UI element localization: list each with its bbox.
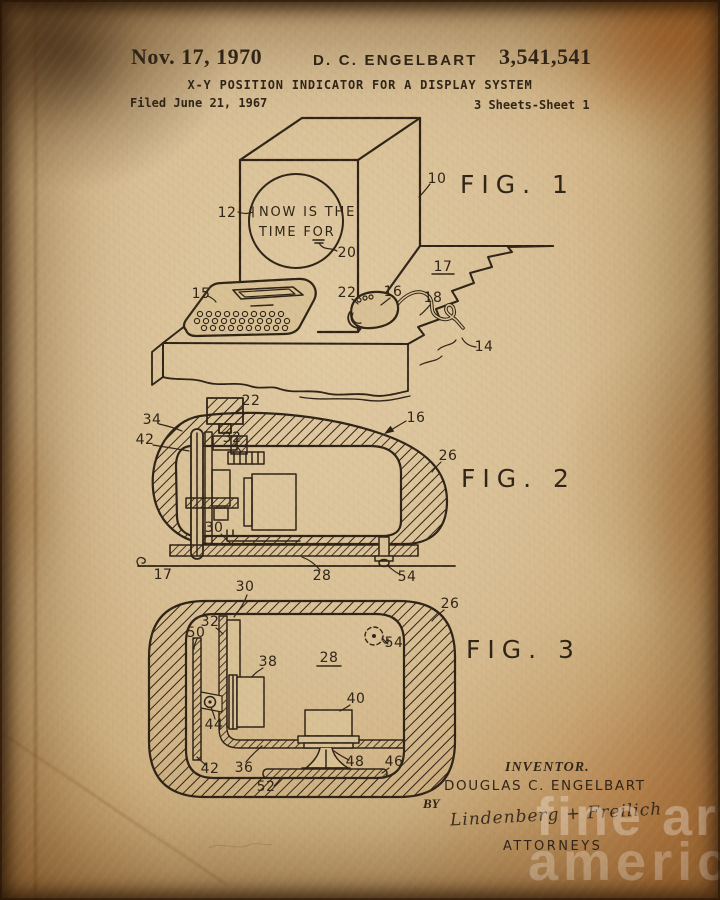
- fig3-label-36: 36: [235, 760, 254, 776]
- attorneys-label: ATTORNEYS: [503, 839, 603, 854]
- fig2-base-plate: [169, 544, 419, 557]
- fig2-label-42: 42: [136, 432, 155, 448]
- fig1-label-12: 12: [218, 205, 237, 221]
- fig3-label-50: 50: [187, 625, 206, 641]
- fig3-label-48: 48: [346, 754, 365, 770]
- fig3-group: 30 26 32 50 54 28 38 40 44 42 36 48 46 5…: [147, 579, 581, 799]
- fig2-ground-line: [136, 556, 456, 567]
- fig2-button: [206, 397, 244, 434]
- fig3-dashed-circle: [364, 626, 389, 646]
- fig3-bottom-assembly: [262, 709, 388, 779]
- fig1-label-20: 20: [338, 245, 357, 261]
- fig1-mouse-wheel: [347, 311, 363, 329]
- fig3-label-40: 40: [347, 691, 366, 707]
- patent-filed-date: Filed June 21, 1967: [130, 96, 268, 110]
- fig3-block-40: [304, 709, 353, 737]
- inventor-name: DOUGLAS C. ENGELBART: [444, 778, 646, 794]
- fig1-leader-lines: [207, 183, 477, 348]
- fig3-caption: FIG. 3: [466, 635, 581, 664]
- screen-text-line2: TIME FOR: [258, 225, 335, 240]
- fig3-label-46: 46: [385, 754, 404, 770]
- fig3-base-strip: [262, 768, 388, 779]
- fig2-leader-lines: [152, 406, 442, 575]
- fig3-leader-lines: [193, 594, 445, 787]
- fig2-label-34: 34: [143, 412, 162, 428]
- fig2-motor-block: [251, 473, 297, 531]
- fig1-label-17: 17: [434, 259, 453, 275]
- fig1-label-10: 10: [428, 171, 447, 187]
- fig3-label-44: 44: [205, 717, 224, 733]
- fig1-screen-cursor: [312, 239, 325, 244]
- fig2-caption: FIG. 2: [461, 464, 576, 493]
- fig1-label-16: 16: [384, 284, 403, 300]
- patent-inventor-header: D. C. ENGELBART: [313, 52, 478, 69]
- fig3-internal-mechanism: [192, 619, 265, 761]
- fig3-internal-wall: [218, 615, 405, 749]
- patent-title: X-Y POSITION INDICATOR FOR A DISPLAY SYS…: [187, 78, 533, 92]
- fig3-label-38: 38: [259, 654, 278, 670]
- fig2-label-28: 28: [313, 568, 332, 584]
- inventor-label: INVENTOR.: [505, 760, 590, 775]
- fig2-label-30: 30: [205, 520, 224, 536]
- by-label: BY: [423, 796, 440, 811]
- fig1-mouse: [347, 290, 465, 330]
- patent-date: Nov. 17, 1970: [131, 44, 263, 69]
- fig3-label-54: 54: [385, 635, 404, 651]
- fig1-label-15: 15: [192, 286, 211, 302]
- fig3-label-28: 28: [320, 650, 339, 666]
- fig3-label-42: 42: [201, 761, 220, 777]
- fig2-label-26: 26: [439, 448, 458, 464]
- fig1-keyboard-keys: [193, 310, 291, 332]
- fig3-label-30: 30: [236, 579, 255, 595]
- fig3-label-26: 26: [441, 596, 460, 612]
- fig2-label-54: 54: [398, 569, 417, 585]
- fig1-caption: FIG. 1: [460, 170, 575, 199]
- fig2-mouse-shell: [151, 411, 449, 546]
- fig1-keyboard: [182, 277, 317, 338]
- fig2-label-16: 16: [407, 410, 426, 426]
- fig1-crt-screen: [248, 173, 344, 269]
- fig2-group: 22 34 42 32 16 26 30 17 28 54 FIG. 2: [136, 393, 576, 585]
- patent-number: 3,541,541: [499, 44, 592, 69]
- fig2-label-32: 32: [223, 430, 242, 446]
- fig2-label-22: 22: [242, 393, 261, 409]
- fig1-group: NOW IS THE TIME FOR: [151, 116, 575, 402]
- fig2-label-17: 17: [154, 567, 173, 583]
- fig3-label-52: 52: [257, 779, 276, 795]
- fig1-mouse-buttons: [356, 294, 374, 303]
- patent-sheet-number: 3 Sheets-Sheet 1: [474, 98, 590, 112]
- fig1-label-22: 22: [338, 285, 357, 301]
- fig3-block-38: [236, 676, 265, 728]
- fig1-label-18: 18: [424, 290, 443, 306]
- fig1-label-14: 14: [475, 339, 494, 355]
- fig3-label-32: 32: [201, 614, 220, 630]
- screen-text-line1: NOW IS THE: [259, 205, 356, 220]
- fig3-wheel: [192, 637, 202, 761]
- fig2-internal-mechanism: [185, 428, 301, 560]
